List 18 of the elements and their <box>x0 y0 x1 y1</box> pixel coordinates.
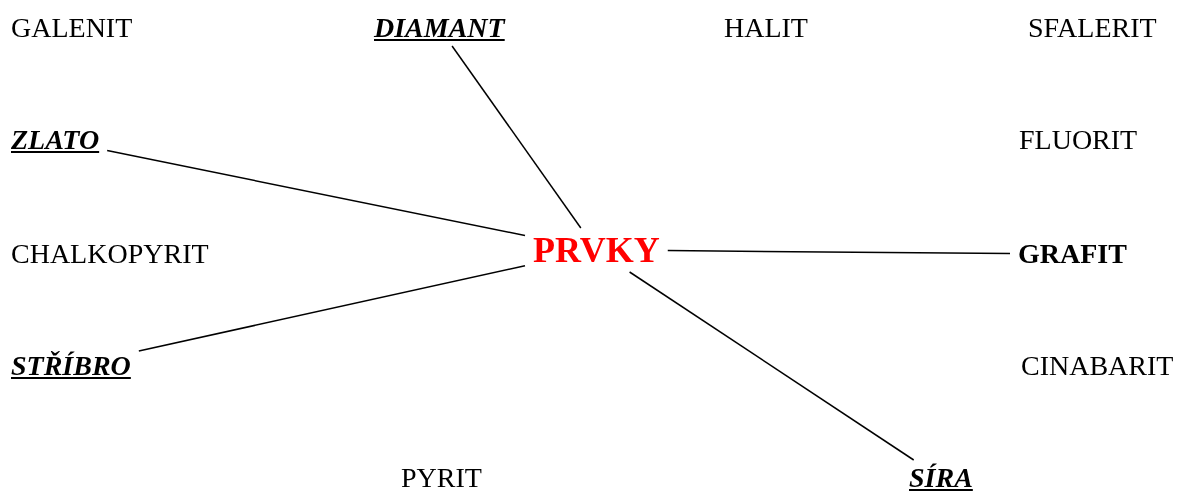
mineral-name: CINABARIT <box>1021 352 1174 380</box>
mineral-name: FLUORIT <box>1019 126 1138 154</box>
connector-line <box>106 149 526 237</box>
mineral-name: STŘÍBRO <box>11 350 131 381</box>
mineral-name: PYRIT <box>401 464 482 492</box>
center-title: PRVKY <box>533 230 660 270</box>
connector-line <box>451 45 582 229</box>
connector-line <box>138 265 526 352</box>
mineral-name: GRAFIT <box>1018 238 1127 269</box>
mineral-name: GALENIT <box>11 14 133 42</box>
mineral-name: HALIT <box>724 14 808 42</box>
mineral-name: SFALERIT <box>1028 14 1157 42</box>
mineral-name: CHALKOPYRIT <box>11 240 209 268</box>
mineral-name: DIAMANT <box>374 12 505 43</box>
connector-line <box>667 249 1011 255</box>
mineral-name: ZLATO <box>11 124 100 155</box>
mineral-name: SÍRA <box>909 462 973 493</box>
connector-line <box>628 271 915 461</box>
